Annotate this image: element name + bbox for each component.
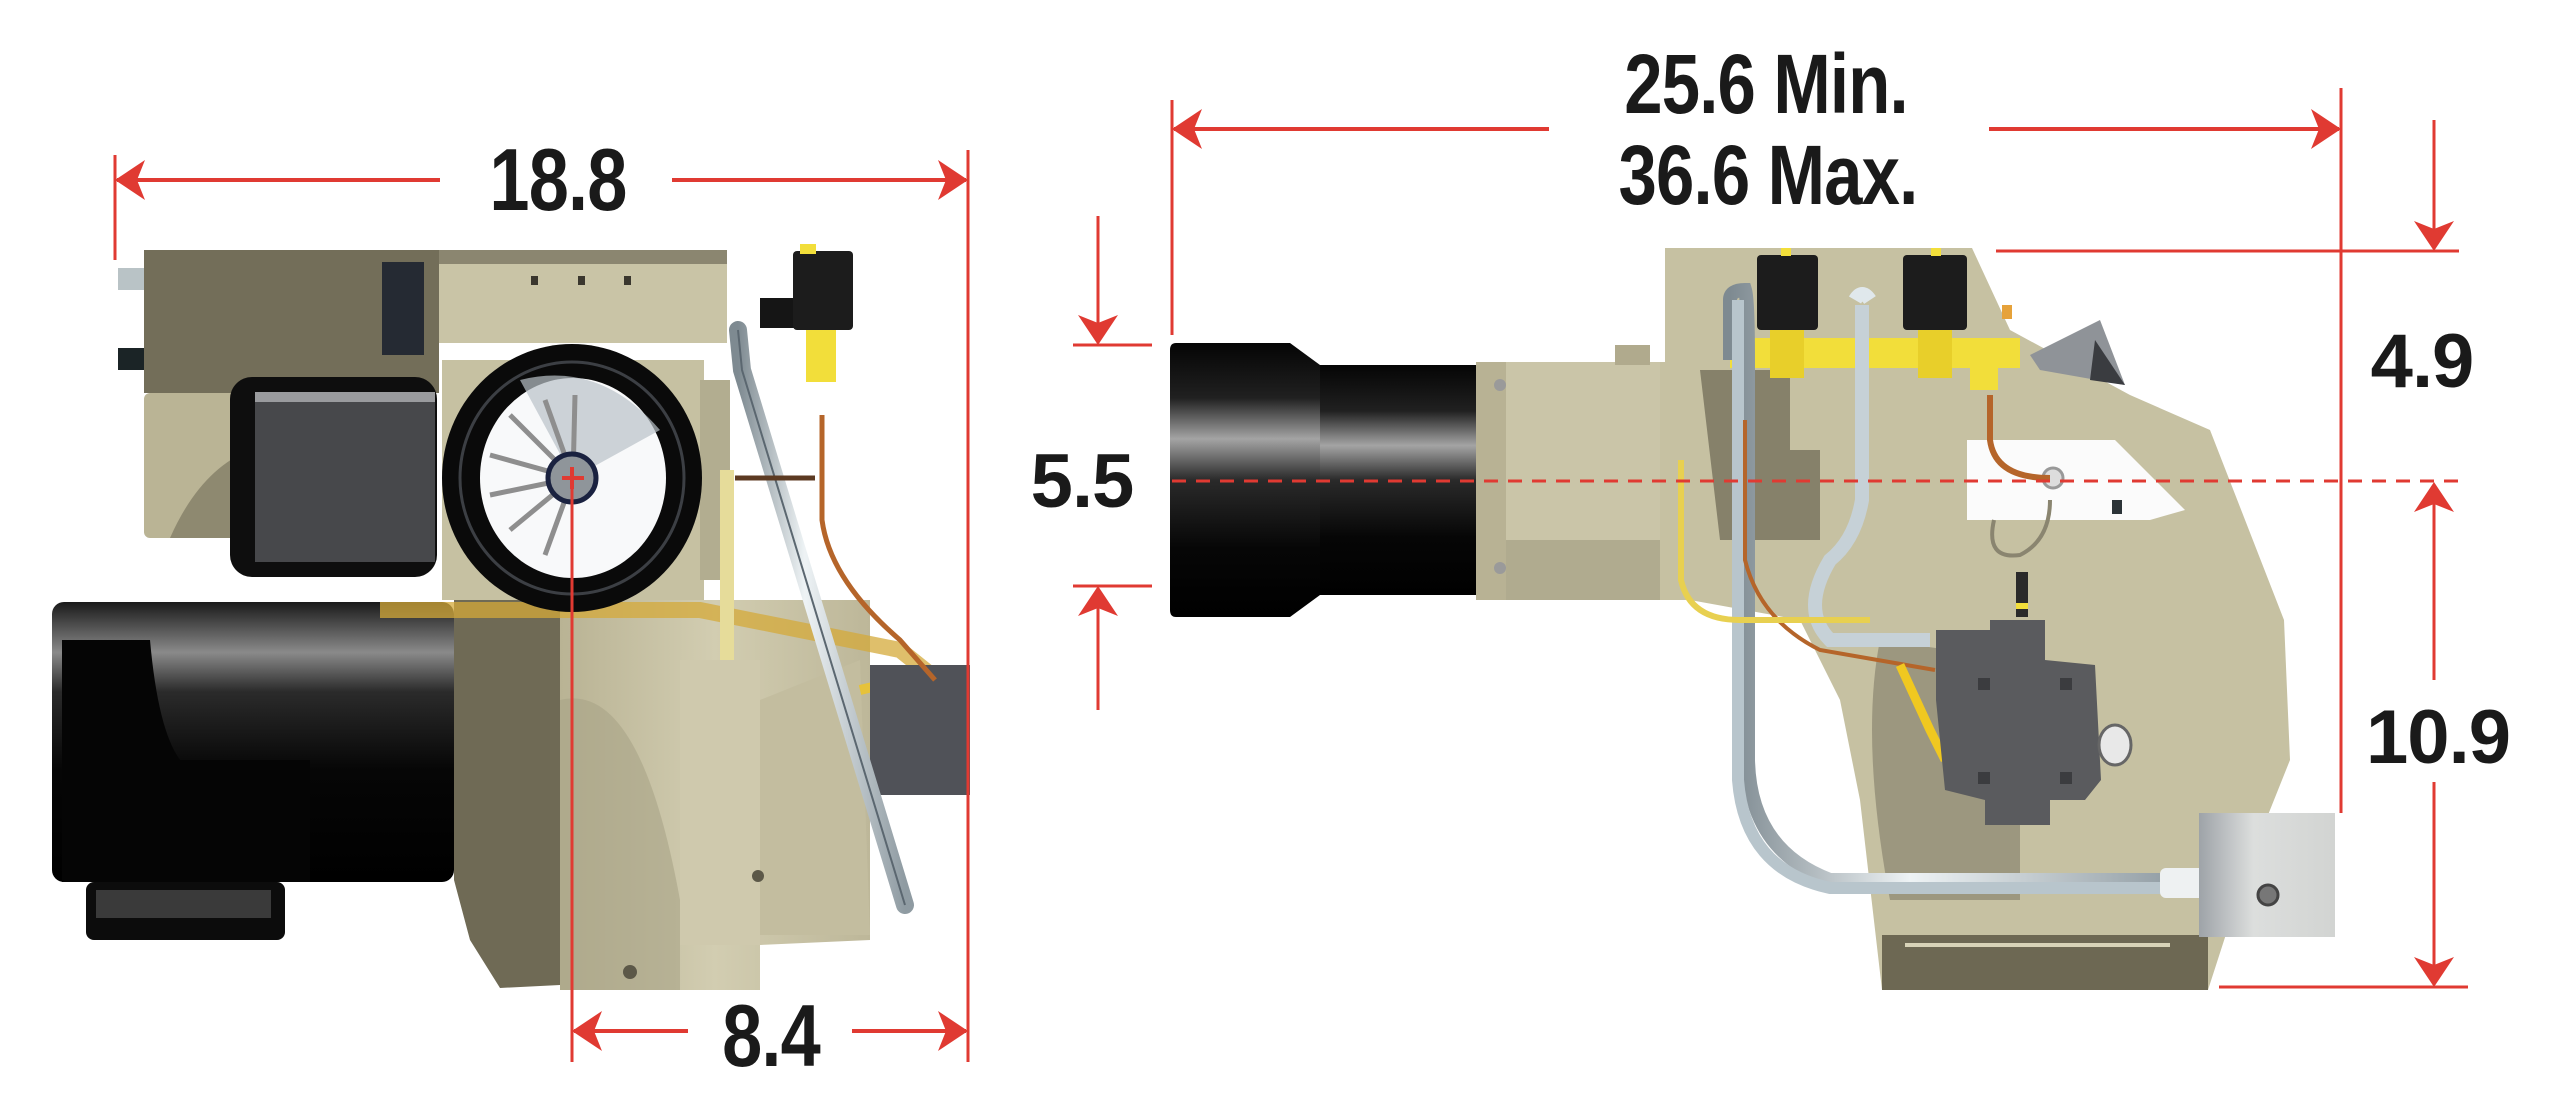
top-cover [439, 250, 727, 343]
dim-label-centerline-to-side: 8.4 [722, 986, 821, 1085]
solenoid-coil-1 [1757, 255, 1818, 330]
side-steel-line-1 [1723, 282, 2180, 887]
dimension-lines [113, 88, 2468, 1062]
dim-label-overall-width: 18.8 [489, 130, 627, 229]
front-view [52, 244, 970, 990]
dim-label-blast-tube-diameter: 5.5 [1030, 439, 1135, 524]
fan-center-mark [562, 467, 584, 489]
side-view [1170, 248, 2335, 990]
oil-pump [1936, 620, 2101, 825]
side-housing [1476, 248, 2290, 990]
fan-housing-shadow [454, 600, 560, 988]
dim-label-centerline-to-bottom: 10.9 [2366, 695, 2511, 780]
dim-label-centerline-to-top: 4.9 [2370, 319, 2475, 404]
rating-plate [1967, 440, 2185, 520]
front-solenoid-coil [793, 251, 853, 330]
solenoid-coil-2 [1903, 255, 1967, 330]
side-steel-line-2 [1808, 305, 1930, 647]
dim-label-overall-length-min: 25.6 Min. [1624, 37, 1908, 131]
front-copper-line [819, 415, 937, 682]
dim-label-overall-length-max: 36.6 Max. [1618, 128, 1919, 222]
front-solenoid-fitting [806, 330, 836, 382]
junction-box [2199, 813, 2335, 937]
control-panel-window [382, 262, 424, 355]
